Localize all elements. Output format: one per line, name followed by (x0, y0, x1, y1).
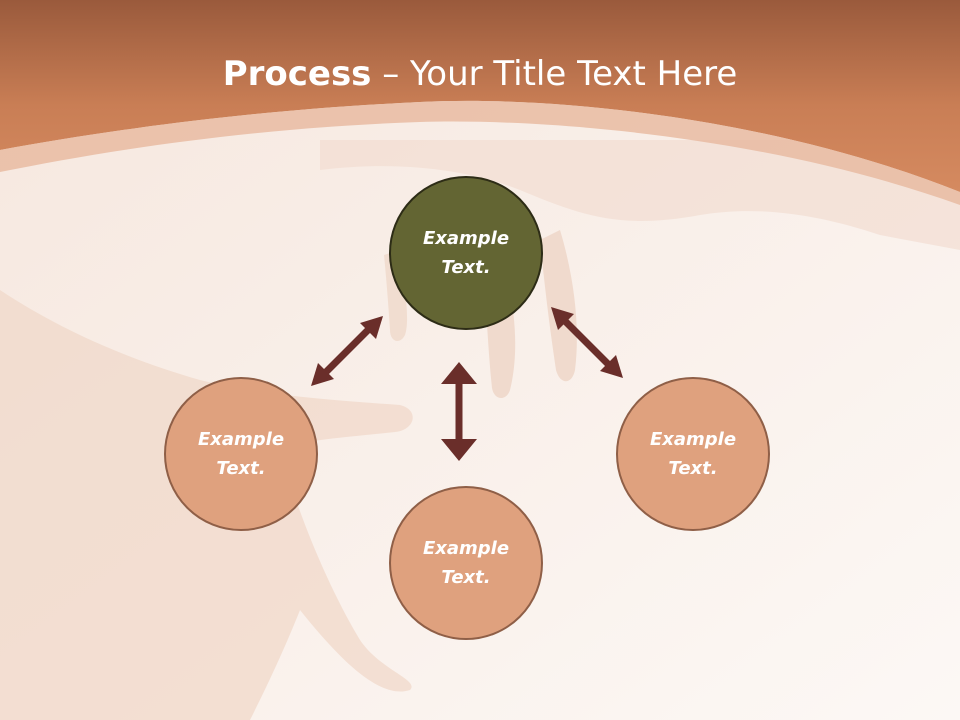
slide-title: Process – Your Title Text Here (0, 52, 960, 96)
title-rest: – Your Title Text Here (371, 54, 738, 94)
double-arrow-icon (311, 316, 383, 386)
title-bold: Process (222, 54, 372, 94)
process-node-bottom: Example Text. (389, 486, 543, 640)
header-swoosh (0, 100, 960, 205)
hand-top-shape (320, 140, 960, 250)
node-label: Example Text. (422, 228, 510, 278)
node-label: Example Text. (197, 429, 285, 479)
process-node-center: Example Text. (389, 176, 543, 330)
node-label: Example Text. (649, 429, 737, 479)
double-arrow-icon (441, 362, 477, 461)
double-arrow-icon (551, 307, 623, 378)
process-node-right: Example Text. (616, 377, 770, 531)
node-label: Example Text. (422, 538, 510, 588)
finger-shape-1 (540, 230, 577, 382)
header-band (0, 0, 960, 192)
process-node-left: Example Text. (164, 377, 318, 531)
